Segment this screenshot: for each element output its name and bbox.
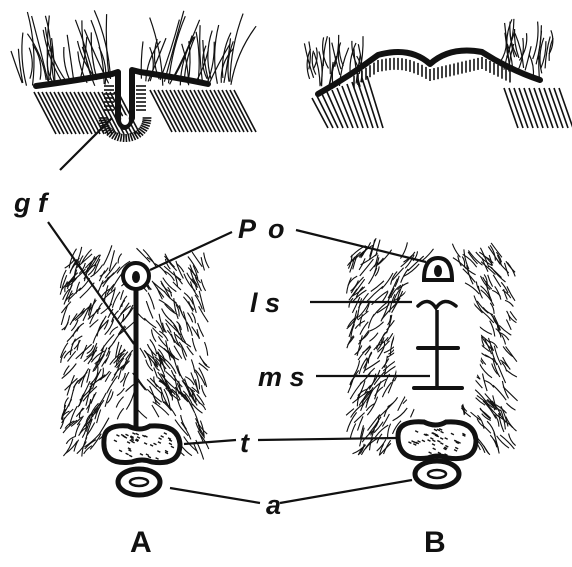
label-ms: m s — [258, 362, 305, 392]
testis-a — [104, 426, 180, 463]
anus-a-inner — [130, 478, 148, 486]
panel-label-a: A — [130, 526, 152, 559]
leader-a-a — [170, 488, 260, 503]
leader-a-b — [280, 480, 412, 503]
anus-b-inner — [428, 470, 446, 478]
label-a: a — [266, 490, 281, 520]
cross-section-a-hatching — [34, 86, 256, 142]
panel-label-b: B — [424, 526, 446, 559]
panel-b — [394, 258, 482, 487]
preputial-opening-a-inner — [132, 271, 140, 283]
preputial-opening-b-inner — [434, 265, 442, 277]
label-t: t — [240, 428, 250, 458]
testis-b — [398, 422, 476, 459]
label-gf: g f — [13, 188, 50, 218]
label-ls: l s — [250, 288, 280, 318]
leader-po-a — [150, 232, 232, 270]
label-po-o: o — [268, 214, 285, 244]
leader-t-a — [184, 440, 236, 444]
label-po-p: P — [238, 214, 257, 244]
genital-fold-groove — [121, 115, 129, 125]
